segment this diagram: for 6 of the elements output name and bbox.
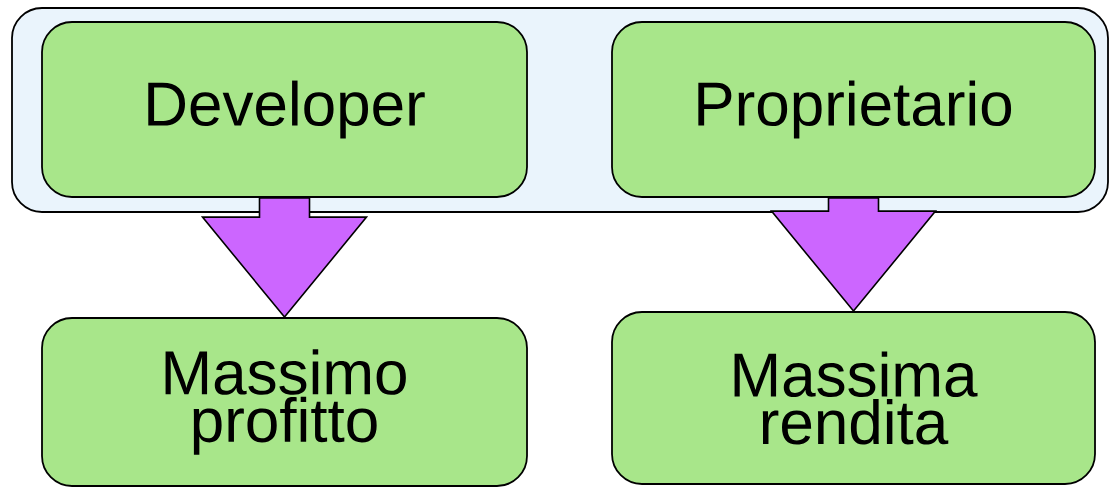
block-arrow — [200, 197, 369, 319]
process-box: Proprietario — [611, 21, 1096, 198]
block-arrow — [769, 197, 938, 313]
process-box: Massimo profitto — [41, 317, 528, 487]
process-box: Massima rendita — [611, 311, 1096, 485]
process-box: Developer — [41, 21, 528, 198]
